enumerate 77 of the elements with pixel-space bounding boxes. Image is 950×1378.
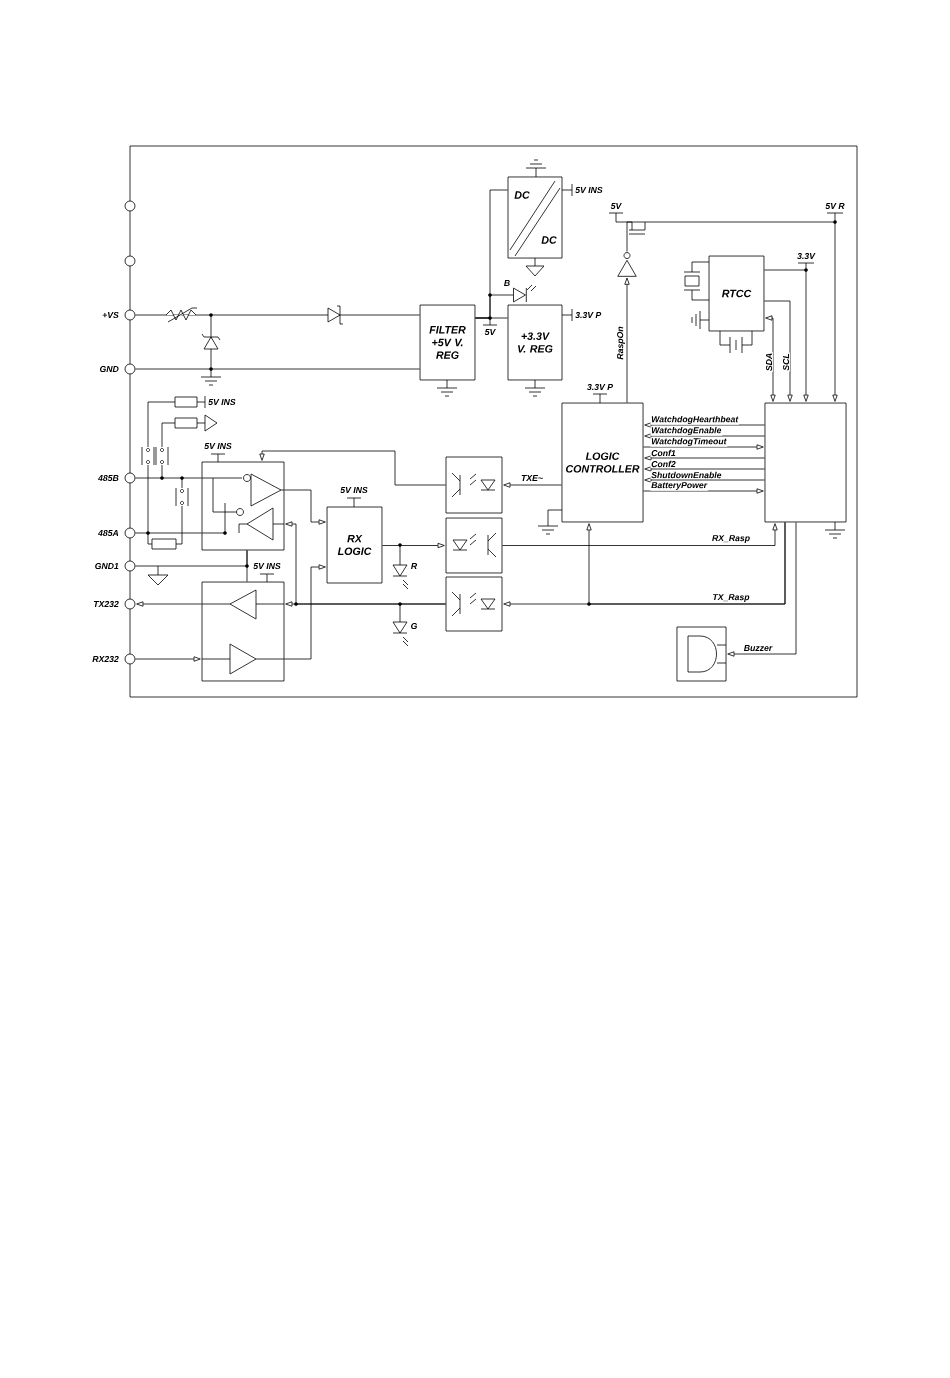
connector: [643, 444, 764, 450]
edge-label: WatchdogHearthbeat: [650, 415, 739, 425]
connector: [626, 221, 838, 402]
connector: [285, 521, 446, 605]
edge-label: RX_Rasp: [711, 534, 751, 544]
connector: [644, 466, 765, 472]
regulator-box: +3.3V V. REG: [507, 304, 563, 381]
edge-label: BatteryPower: [650, 481, 708, 491]
connector: [474, 294, 514, 319]
supply-label: 5V: [608, 203, 624, 223]
supply-label: 5V: [482, 317, 498, 336]
clock-chip-box: RTCC: [708, 255, 765, 332]
supply-label: 5V INS: [196, 395, 236, 409]
connector: [381, 542, 445, 549]
connector: [586, 521, 786, 605]
edge-label: WatchdogEnable: [650, 426, 723, 436]
supply-label: 5V R: [825, 203, 845, 223]
connector: [644, 422, 765, 428]
edge-label: RaspOn: [616, 325, 626, 361]
module-box: [764, 402, 847, 523]
connector: [259, 450, 446, 486]
connector: [624, 277, 630, 404]
connector: [136, 601, 202, 607]
connector: [135, 314, 421, 316]
pin-label: RX232: [92, 655, 119, 663]
optocoupler-box: [445, 456, 503, 514]
connector: [644, 433, 765, 439]
connector: [135, 532, 202, 534]
edge-label: Conf2: [650, 460, 677, 468]
pin-label: TX232: [93, 600, 119, 608]
edge-label: TXE~: [520, 474, 544, 482]
transceiver-box: [201, 461, 285, 551]
connector: [135, 656, 201, 662]
edge-label: SDA: [765, 352, 773, 372]
connector: [644, 477, 765, 483]
part-label: G: [411, 622, 418, 630]
optocoupler-box: [445, 576, 503, 632]
buzzer-box: [676, 626, 727, 682]
edge-label: WatchdogTimeout: [650, 437, 728, 447]
edge-label: SCL: [782, 352, 790, 372]
supply-label: 5V INS: [204, 442, 232, 463]
pin-label: GND1: [95, 562, 119, 570]
logic-box: RX LOGIC: [326, 506, 383, 584]
converter-box: DC DC: [507, 176, 563, 259]
connector: [765, 315, 776, 402]
pin-label: 485B: [97, 474, 119, 482]
controller-box: LOGIC CONTROLLER: [561, 402, 644, 523]
pin-label: 485A: [97, 529, 119, 537]
connector: [135, 368, 421, 370]
connector: [763, 300, 793, 402]
optocoupler-box: [445, 517, 503, 574]
supply-label: 5V INS: [561, 183, 603, 197]
part-label: R: [411, 563, 418, 569]
connector: [763, 269, 809, 402]
supply-label: 3.3V: [797, 252, 816, 271]
edge-label: Buzzer: [743, 644, 773, 652]
connector: [284, 564, 326, 660]
supply-label: 5V INS: [253, 562, 281, 583]
edge-label: ShutdownEnable: [650, 471, 723, 479]
connector: [284, 489, 326, 525]
pin-label: GND: [99, 365, 119, 373]
inverter-symbol: [617, 252, 637, 277]
pin-label: +VS: [102, 311, 119, 319]
transceiver-box: [201, 581, 285, 682]
connector: [135, 477, 202, 479]
supply-label: 3.3V P: [561, 308, 602, 322]
edge-label: Conf1: [650, 449, 677, 457]
regulator-box: FILTER +5V V. REG: [419, 304, 476, 381]
connector: [502, 523, 778, 546]
connector: [727, 521, 797, 657]
connector: [246, 550, 248, 583]
supply-label: 5V INS: [340, 486, 368, 508]
edge-label: TX_Rasp: [711, 593, 751, 603]
connector: [643, 488, 764, 494]
connector: [644, 455, 765, 461]
supply-label: 3.3V P: [587, 383, 613, 404]
connector: [503, 482, 562, 488]
